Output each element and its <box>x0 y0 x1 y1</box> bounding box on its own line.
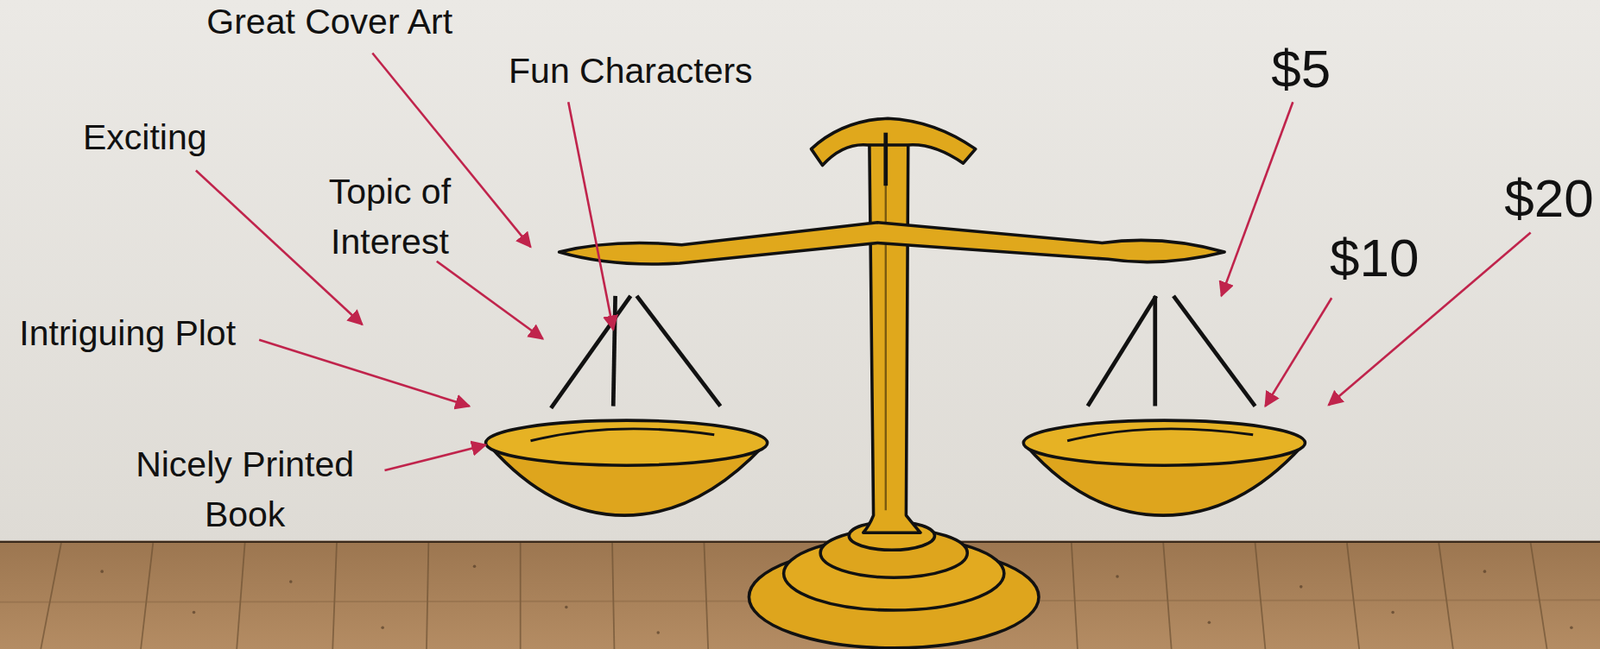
feature-label: Nicely Printed Book <box>124 439 367 540</box>
leader-arrows <box>196 52 1531 471</box>
feature-label: Great Cover Art <box>206 0 453 44</box>
price-label: $5 <box>1271 37 1331 102</box>
scale <box>486 118 1306 649</box>
price-label: $20 <box>1504 166 1594 231</box>
feature-label: Exciting <box>82 116 208 159</box>
wall <box>0 0 1600 544</box>
feature-label: Fun Characters <box>508 50 753 93</box>
price-label: $10 <box>1329 226 1419 291</box>
feature-label: Intriguing Plot <box>18 312 236 355</box>
feature-label: Topic of Interest <box>314 166 466 267</box>
